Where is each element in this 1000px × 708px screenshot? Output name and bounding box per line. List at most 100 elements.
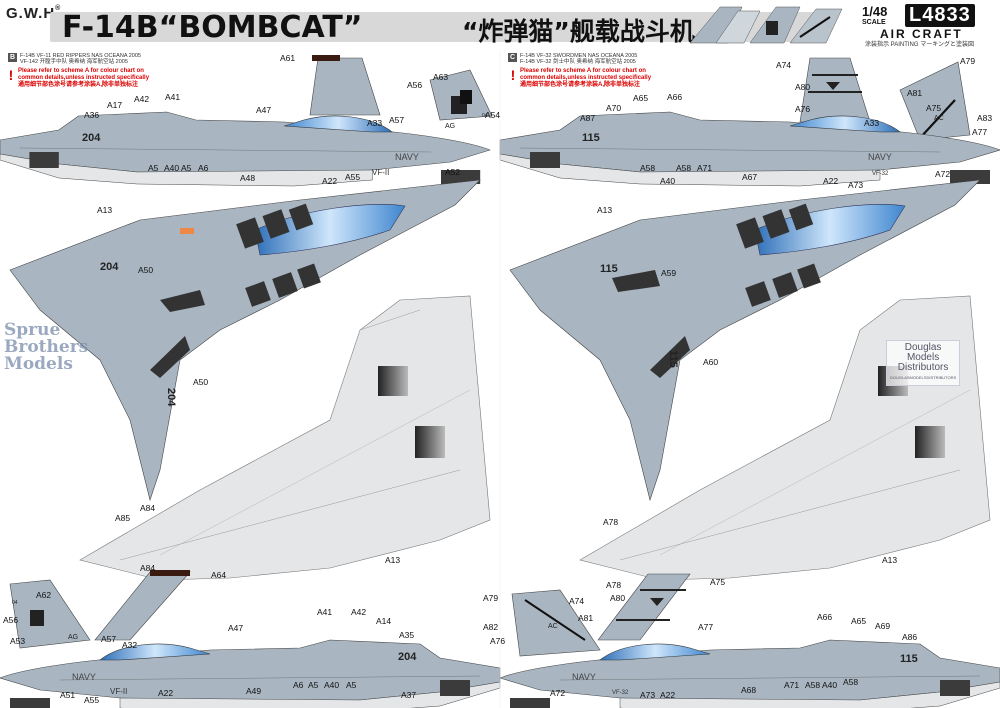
- b-modex-wing: 204: [100, 261, 119, 273]
- callout-label: A22: [823, 176, 839, 186]
- callout-label: A62: [36, 590, 52, 600]
- callout-label: A87: [580, 113, 596, 123]
- callout-label: A76: [490, 636, 506, 646]
- callout-label: A71: [697, 163, 713, 173]
- callout-label: A51: [60, 690, 76, 700]
- callout-label: A58: [805, 680, 821, 690]
- scheme-c-note-2: common details,unless instructed specifi…: [520, 75, 652, 81]
- scheme-letter-c: C: [508, 53, 517, 62]
- b-side-view-top: [0, 55, 493, 187]
- callout-label: A76: [795, 104, 811, 114]
- header-tail-illustration: [689, 6, 843, 44]
- callout-label: A60: [703, 357, 719, 367]
- title-chinese: “炸弹猫”舰载战斗机: [462, 17, 695, 46]
- callout-label: A13: [97, 205, 113, 215]
- callout-label: A83: [977, 113, 993, 123]
- callout-label: A67: [742, 172, 758, 182]
- callout-label: A41: [317, 607, 333, 617]
- callout-label: A74: [569, 596, 585, 606]
- callout-label: A47: [256, 105, 272, 115]
- b-tailcode-bottom: AG: [68, 634, 78, 641]
- callout-label: A69: [875, 621, 891, 631]
- callout-label: A65: [633, 93, 649, 103]
- c-modex-bottom: 115: [900, 653, 918, 665]
- callout-label: A58: [676, 163, 692, 173]
- callout-label: A56: [407, 80, 423, 90]
- c-modex-wing: 115: [600, 263, 618, 275]
- callout-label: A6: [293, 680, 304, 690]
- callout-label: A22: [660, 690, 676, 700]
- callout-label: A49: [246, 686, 262, 696]
- b-tailcode-top: AG: [445, 123, 455, 130]
- callout-label: A66: [667, 92, 683, 102]
- callout-label: A74: [776, 60, 792, 70]
- warning-icon: !: [510, 67, 516, 83]
- callout-label: A47: [228, 623, 244, 633]
- callout-label: A75: [926, 103, 942, 113]
- callout-label: A50: [193, 377, 209, 387]
- scheme-c-subtitle: F-14B VF-32 剑士中队 奥希纳 海军航空站 2005: [520, 59, 636, 65]
- callout-label: A64: [211, 570, 227, 580]
- title-bar: [50, 12, 820, 42]
- c-navy-top: NAVY: [868, 152, 892, 162]
- b-navy-top: NAVY: [395, 152, 419, 162]
- c-side-view-bottom: [499, 573, 1000, 708]
- callout-label: A78: [603, 517, 619, 527]
- callout-label: A61: [280, 53, 296, 63]
- scheme-c-title: F-14B VF-32 SWORDMEN NAS OCEANA 2005: [520, 53, 638, 59]
- callout-label: A14: [376, 616, 392, 626]
- callout-label: A40: [164, 163, 180, 173]
- callout-label: A52: [445, 167, 461, 177]
- callout-label: A42: [351, 607, 367, 617]
- c-modex-top: 115: [582, 132, 600, 144]
- callout-label: A81: [907, 88, 923, 98]
- callout-label: A77: [972, 127, 988, 137]
- callout-label: A80: [610, 593, 626, 603]
- c-tailcode-bottom: AC: [548, 623, 558, 630]
- b-bottom-view: [79, 295, 491, 581]
- b-top-view: [9, 179, 481, 502]
- category-label: AIR CRAFT: [880, 27, 963, 41]
- callout-label: A13: [385, 555, 401, 565]
- catalog-number: L4833: [905, 4, 975, 27]
- callout-label: A5: [308, 680, 319, 690]
- c-side-view-top: [499, 57, 1000, 187]
- callout-label: A5: [346, 680, 357, 690]
- callout-label: A72: [550, 688, 566, 698]
- callout-label: A65: [851, 616, 867, 626]
- callout-label: A81: [578, 613, 594, 623]
- callout-label: A82: [483, 622, 499, 632]
- callout-label: A56: [3, 615, 19, 625]
- callout-label: A33: [367, 118, 383, 128]
- callout-label: A55: [84, 695, 100, 705]
- callout-label: A13: [882, 555, 898, 565]
- callout-label: A77: [698, 622, 714, 632]
- callout-label: A63: [433, 72, 449, 82]
- callout-label: A80: [795, 82, 811, 92]
- callout-label: A72: [935, 169, 951, 179]
- b-modex-wing-2: 204: [165, 388, 177, 407]
- b-squadron-bottom: VF-II: [110, 687, 127, 696]
- c-squadron-bottom: VF-32: [612, 690, 629, 696]
- b-side-view-bottom: [0, 570, 501, 708]
- callout-label: A57: [389, 115, 405, 125]
- c-navy-bottom: NAVY: [572, 672, 596, 682]
- callout-label: A40: [324, 680, 340, 690]
- callout-label: A17: [107, 100, 123, 110]
- callout-label: A73: [640, 690, 656, 700]
- warning-icon: !: [8, 67, 14, 83]
- scheme-b-subtitle: VF-142 开膛手中队 奥希纳 海军航空站 2005: [20, 59, 128, 65]
- callout-label: A35: [399, 630, 415, 640]
- scheme-b-note-3: 通用细节部色涂号请参考涂装A,除非单独标注: [18, 82, 139, 88]
- callout-label: A84: [140, 503, 156, 513]
- callout-label: A53: [10, 636, 26, 646]
- callout-label: A55: [345, 172, 361, 182]
- callout-label: A71: [784, 680, 800, 690]
- painting-subline: 涂装指示 PAINTING マーキングと塗装図: [865, 42, 975, 48]
- scheme-c-note-1: Please refer to scheme A for colour char…: [520, 68, 646, 74]
- scheme-b-title: F-14B VF-11 RED RIPPERS NAS OCEANA 2005: [20, 53, 141, 59]
- callout-label: A85: [115, 513, 131, 523]
